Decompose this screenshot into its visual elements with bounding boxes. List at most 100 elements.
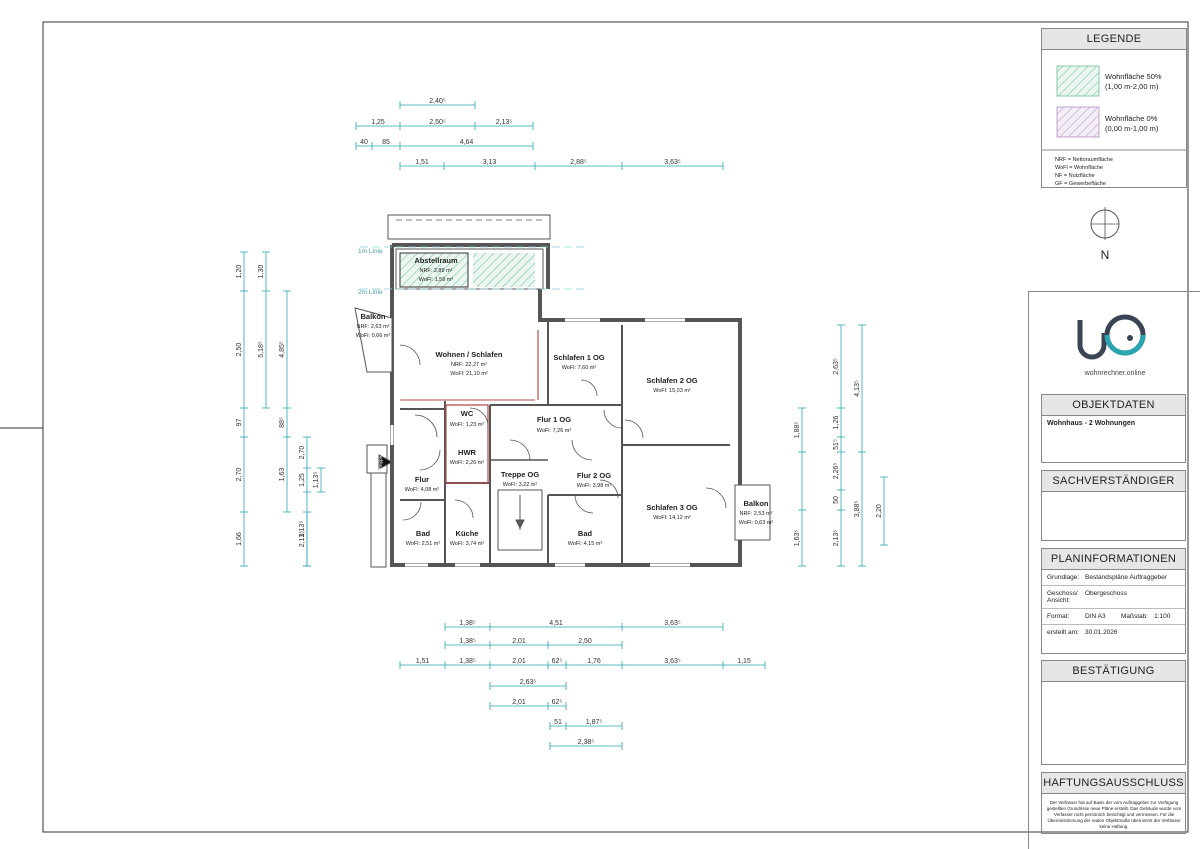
north-label: N xyxy=(1101,248,1110,262)
abbr-line: NRF = Nettoraumfläche xyxy=(1055,157,1113,163)
sachverstaendiger-panel: SACHVERSTÄNDIGER xyxy=(1041,470,1186,541)
dimension-label: 2,13⁵ xyxy=(833,530,840,547)
dimension-label: 1,25 xyxy=(299,473,306,487)
dimension-label: 4,13⁵ xyxy=(854,380,861,397)
abbr-line: WoFl = Wohnfläche xyxy=(1055,165,1103,171)
planinfo-label: Grundlage: xyxy=(1047,574,1080,581)
room-wofl: WoFl: 0,63 m² xyxy=(739,520,774,526)
dimension-label: 2,13⁵ xyxy=(299,531,306,548)
room-nrf: NRF: 2,63 m² xyxy=(356,324,389,330)
haftung-text: Der Verfasser hat auf Basis der vom Auft… xyxy=(1046,800,1182,829)
haftung-panel: HAFTUNGSAUSSCHLUSS xyxy=(1041,772,1186,834)
objektdaten-title: OBJEKTDATEN xyxy=(1042,395,1185,416)
room-wofl: WoFl: 1,59 m² xyxy=(419,277,454,283)
room-name: Schlafen 3 OG xyxy=(646,503,697,512)
dimension-label: 40 xyxy=(360,139,368,146)
room-wofl: WoFl: 3,98 m² xyxy=(577,483,612,489)
haftung-title: HAFTUNGSAUSSCHLUSS xyxy=(1042,773,1185,794)
room-name: Bad xyxy=(578,529,593,538)
room-name: Flur xyxy=(415,475,429,484)
dimension-label: 97 xyxy=(236,419,243,427)
dimension-label: 2,50 xyxy=(236,343,243,357)
planinfo-panel: PLANINFORMATIONEN Grundlage: Bestandsplä… xyxy=(1041,548,1186,654)
objektdaten-row: Wohnhaus - 2 Wohnungen xyxy=(1042,416,1185,431)
dimension-label: 1,26 xyxy=(833,416,840,430)
legend-item-purple: Wohnfläche 0% (0,00 m-1,00 m) xyxy=(1105,114,1158,134)
dimension-label: 1,25 xyxy=(371,119,385,126)
dimension-label: 2,70 xyxy=(236,468,243,482)
dimension-label: 85 xyxy=(382,139,390,146)
room-name: Flur 2 OG xyxy=(577,471,611,480)
dimension-label: 2,50⁵ xyxy=(429,119,446,126)
room-name: WC xyxy=(461,409,474,418)
legend-box: LEGENDE xyxy=(1041,28,1187,188)
planinfo-value: Bestandspläne Auftraggeber xyxy=(1085,574,1168,581)
legend-title: LEGENDE xyxy=(1042,29,1186,50)
dimension-label: 3,63⁵ xyxy=(664,159,681,166)
dimension-label: 2,01 xyxy=(512,699,526,706)
planinfo-row: erstellt am: 30.01.2026 xyxy=(1042,625,1185,640)
objektdaten-value: Wohnhaus - 2 Wohnungen xyxy=(1047,420,1136,427)
planinfo-label: erstellt am: xyxy=(1047,629,1079,636)
room-name: Balkon xyxy=(743,499,768,508)
room-wofl: WoFl: 4,08 m² xyxy=(405,487,440,493)
room-name: Küche xyxy=(456,529,479,538)
height-lines xyxy=(360,246,585,290)
line-2m-label: 2m Linie xyxy=(358,289,383,296)
legend-swatch-green xyxy=(1056,65,1100,97)
room-nrf: NRF: 22,27 m² xyxy=(451,362,487,368)
dimension-label: 3,63⁵ xyxy=(664,658,681,665)
dimension-label: 2,88⁵ xyxy=(570,159,587,166)
planinfo-row: Grundlage: Bestandspläne Auftraggeber xyxy=(1042,570,1185,586)
dimension-label: 2,70 xyxy=(299,446,306,460)
stair-marker-label: Treppe OG xyxy=(378,447,383,470)
dimension-label: 2,63⁵ xyxy=(520,679,537,686)
logo-text: wohnrechner.online xyxy=(1084,370,1146,377)
dimension-label: 1,51 xyxy=(416,658,430,665)
legend-abbreviations: NRF = Nettoraumfläche WoFl = Wohnfläche … xyxy=(1055,156,1113,188)
dimension-label: 2,40⁵ xyxy=(429,98,446,105)
dimension-label: 3,63⁵ xyxy=(664,620,681,627)
dimension-label: 1,15 xyxy=(737,658,751,665)
room-wofl: WoFl: 7,26 m² xyxy=(537,428,572,434)
title-block xyxy=(1028,291,1200,849)
dimension-label: 1,88⁵ xyxy=(794,422,801,439)
room-wofl: WoFl: 1,23 m² xyxy=(450,422,485,428)
planinfo-title: PLANINFORMATIONEN xyxy=(1042,549,1185,570)
dimension-label: 2,26⁵ xyxy=(833,463,840,480)
planinfo-value: 30.01.2026 xyxy=(1085,629,1118,636)
room-nrf: NRF: 2,53 m² xyxy=(739,511,772,517)
room-wofl: WoFl: 4,15 m² xyxy=(568,541,603,547)
dimension-label: 4,85⁵ xyxy=(279,341,286,358)
room-wofl: WoFl: 3,22 m² xyxy=(503,482,538,488)
planinfo-row: Format: DIN A3 Maßstab: 1:100 xyxy=(1042,609,1185,625)
room-name: Abstellraum xyxy=(414,256,458,265)
room-wofl: WoFl: 2,51 m² xyxy=(406,541,441,547)
dimension-label: 1,76 xyxy=(587,658,601,665)
planinfo-row: Geschoss/ Ansicht: Obergeschoss xyxy=(1042,586,1185,609)
dimension-label: 2,01 xyxy=(512,638,526,645)
dimension-label: 88⁵ xyxy=(279,417,286,428)
dimension-label: 1,63⁵ xyxy=(794,530,801,547)
legend-item-sub: (0,00 m-1,00 m) xyxy=(1105,124,1159,133)
dimension-label: 1,51 xyxy=(415,159,429,166)
room-name: HWR xyxy=(458,448,476,457)
dimension-label: 1,30 xyxy=(258,265,265,279)
dimension-label: 4,64 xyxy=(460,139,474,146)
room-labels: Abstellraum NRF: 2,89 m² WoFl: 1,59 m² B… xyxy=(356,256,774,547)
planinfo-label: Geschoss/ Ansicht: xyxy=(1047,590,1078,604)
line-1m-label: 1m Linie xyxy=(358,248,383,255)
room-nrf: NRF: 2,89 m² xyxy=(419,268,452,274)
dimension-label: 50 xyxy=(833,496,840,504)
drawing-frame xyxy=(42,21,1189,833)
room-name: Wohnen / Schlafen xyxy=(436,350,503,359)
dimension-label: 2,38⁵ xyxy=(578,739,595,746)
room-name: Flur 1 OG xyxy=(537,415,571,424)
dimension-label: 1,20 xyxy=(236,265,243,279)
dimension-label: 62⁵ xyxy=(552,658,563,665)
room-wofl: WoFl: 21,10 m² xyxy=(450,371,488,377)
dimension-label: 2,13⁵ xyxy=(496,119,513,126)
legend-item-label: Wohnfläche 0% xyxy=(1105,114,1158,123)
room-name: Balkon xyxy=(360,312,385,321)
planinfo-label: Maßstab: xyxy=(1121,613,1149,620)
